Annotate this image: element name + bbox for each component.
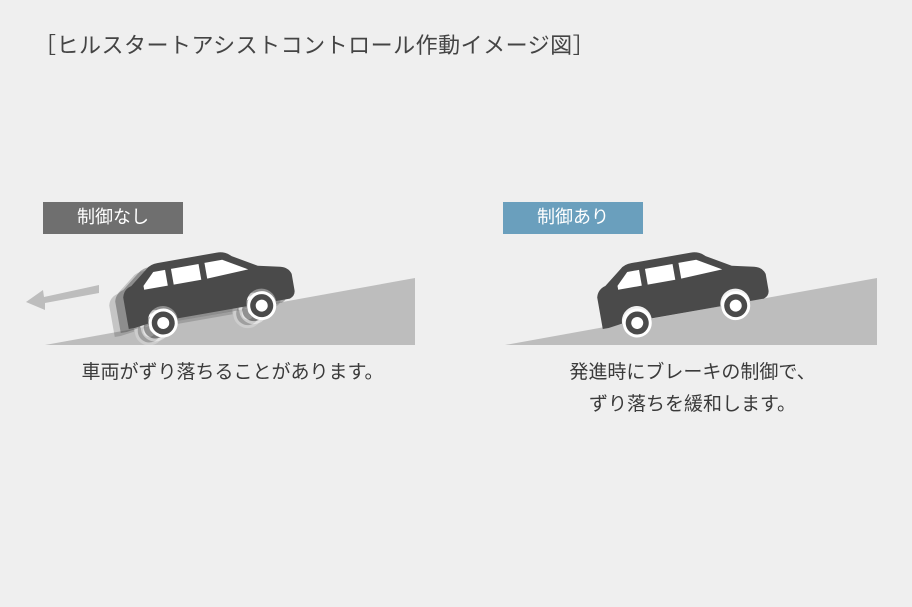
caption-line-1: 発進時にブレーキの制御で、 bbox=[505, 356, 880, 388]
caption-line-2: ずり落ちを緩和します。 bbox=[505, 388, 880, 420]
caption-with-control: 発進時にブレーキの制御で、 ずり落ちを緩和します。 bbox=[505, 356, 880, 420]
caption-without-control: 車両がずり落ちることがあります。 bbox=[45, 356, 420, 388]
arrow-left-icon bbox=[26, 285, 99, 310]
